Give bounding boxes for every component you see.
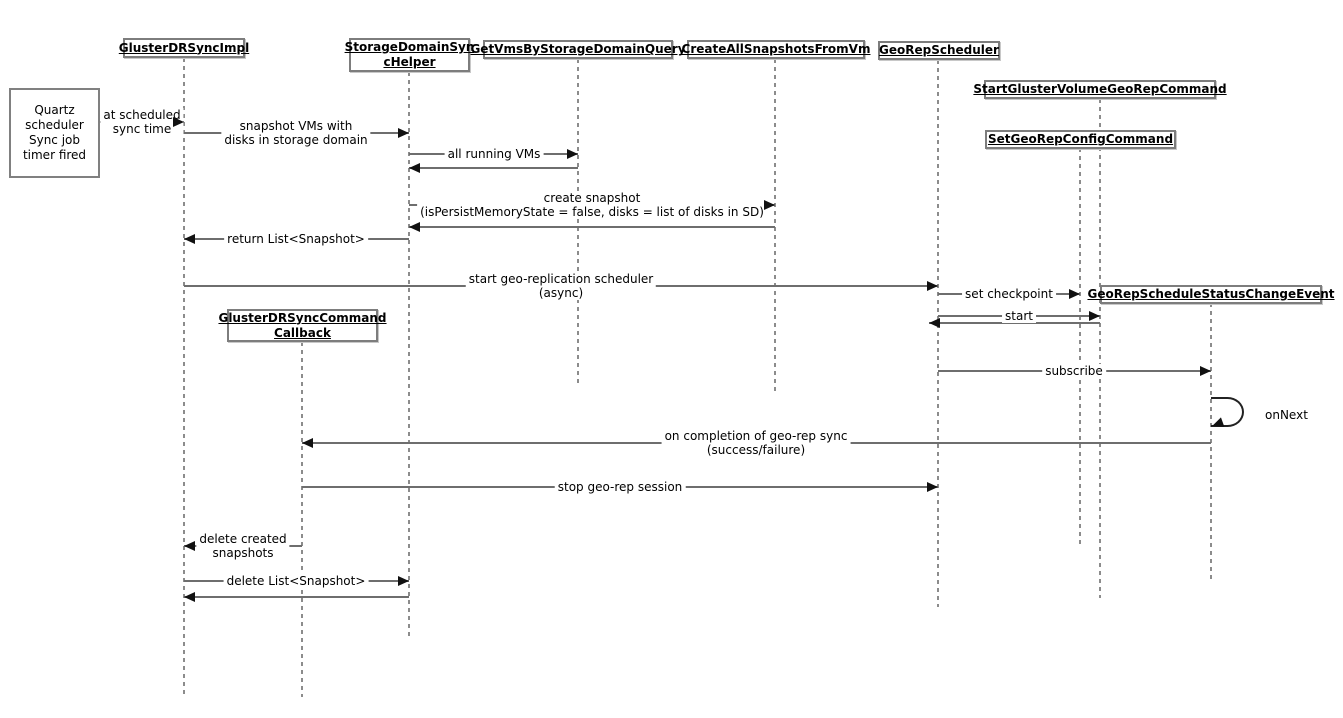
arrowhead-start-return xyxy=(929,318,940,328)
actor-box-gluster-dr-sync-impl: GlusterDRSyncImpl xyxy=(119,38,249,58)
arrowhead-set-checkpoint xyxy=(1069,289,1080,299)
message-line-all-running-vms-return xyxy=(409,167,578,169)
lifeline-get-vms-by-storage-domain-query xyxy=(577,59,579,383)
lifeline-start-gluster-volume-geo-rep-command xyxy=(1099,99,1101,598)
lifeline-geo-rep-scheduler xyxy=(937,60,939,607)
actor-box-create-all-snapshots-from-vm: CreateAllSnapshotsFromVm xyxy=(682,40,870,59)
message-label-snapshot-vms: snapshot VMs with disks in storage domai… xyxy=(221,119,371,147)
arrowhead-all-running-vms xyxy=(567,149,578,159)
arrowhead-delete-return xyxy=(184,592,195,602)
message-label-on-completion: on completion of geo-rep sync (success/f… xyxy=(661,429,851,457)
note-box-quartz-scheduler: Quartz scheduler Sync job timer fired xyxy=(9,88,100,178)
message-label-at-scheduled-sync-time: at scheduled sync time xyxy=(100,108,184,136)
lifeline-gluster-dr-sync-command-callback xyxy=(301,342,303,697)
arrowhead-delete-created-snapshots xyxy=(184,541,195,551)
actor-box-geo-rep-schedule-status-change-event: GeoRepScheduleStatusChangeEvent xyxy=(1087,285,1335,304)
message-line-start-return xyxy=(929,322,1100,324)
arrowhead-delete-list-snapshot xyxy=(398,576,409,586)
message-line-delete-return xyxy=(184,596,409,598)
actor-box-set-geo-rep-config-command: SetGeoRepConfigCommand xyxy=(985,130,1176,149)
arrowhead-subscribe xyxy=(1200,366,1211,376)
lifeline-geo-rep-schedule-status-change-event xyxy=(1210,303,1212,580)
arrowhead-return-list-snapshot xyxy=(184,234,195,244)
actor-box-gluster-dr-sync-command-callback: GlusterDRSyncCommand Callback xyxy=(218,309,387,342)
arrowhead-create-snapshot-return xyxy=(409,222,420,232)
actor-box-start-gluster-volume-geo-rep-command: StartGlusterVolumeGeoRepCommand xyxy=(973,80,1227,99)
message-label-start: start xyxy=(1002,309,1036,323)
arrowhead-create-snapshot xyxy=(764,200,775,210)
message-label-subscribe: subscribe xyxy=(1042,364,1106,378)
lifeline-create-all-snapshots-from-vm xyxy=(774,59,776,392)
actor-box-get-vms-by-storage-domain-query: GetVmsByStorageDomainQuery xyxy=(470,40,686,59)
arrowhead-start-geo-replication-scheduler xyxy=(927,281,938,291)
self-loop-on-next xyxy=(1211,397,1244,427)
arrowhead-snapshot-vms xyxy=(398,128,409,138)
lifeline-storage-domain-sync-helper xyxy=(408,72,410,638)
message-line-create-snapshot-return xyxy=(409,226,775,228)
arrowhead-start xyxy=(1089,311,1100,321)
lifeline-gluster-dr-sync-impl xyxy=(183,58,185,697)
message-label-delete-list-snapshot: delete List<Snapshot> xyxy=(223,574,369,588)
message-label-delete-created-snapshots: delete created snapshots xyxy=(196,532,290,560)
arrowhead-stop-geo-rep-session xyxy=(927,482,938,492)
actor-box-geo-rep-scheduler: GeoRepScheduler xyxy=(878,41,1000,60)
arrowhead-on-completion xyxy=(302,438,313,448)
message-label-set-checkpoint: set checkpoint xyxy=(962,287,1056,301)
message-label-return-list-snapshot: return List<Snapshot> xyxy=(224,232,368,246)
arrowhead-at-scheduled-sync-time xyxy=(173,117,184,127)
actor-box-storage-domain-sync-helper: StorageDomainSyn cHelper xyxy=(345,38,474,72)
message-label-stop-geo-rep-session: stop geo-rep session xyxy=(554,480,686,494)
message-label-start-geo-replication-scheduler: start geo-replication scheduler (async) xyxy=(465,272,657,300)
lifeline-set-geo-rep-config-command xyxy=(1079,148,1081,548)
message-label-all-running-vms: all running VMs xyxy=(444,147,544,161)
message-label-on-next: onNext xyxy=(1262,408,1311,422)
message-label-create-snapshot: create snapshot (isPersistMemoryState = … xyxy=(417,191,767,219)
arrowhead-all-running-vms-return xyxy=(409,163,420,173)
